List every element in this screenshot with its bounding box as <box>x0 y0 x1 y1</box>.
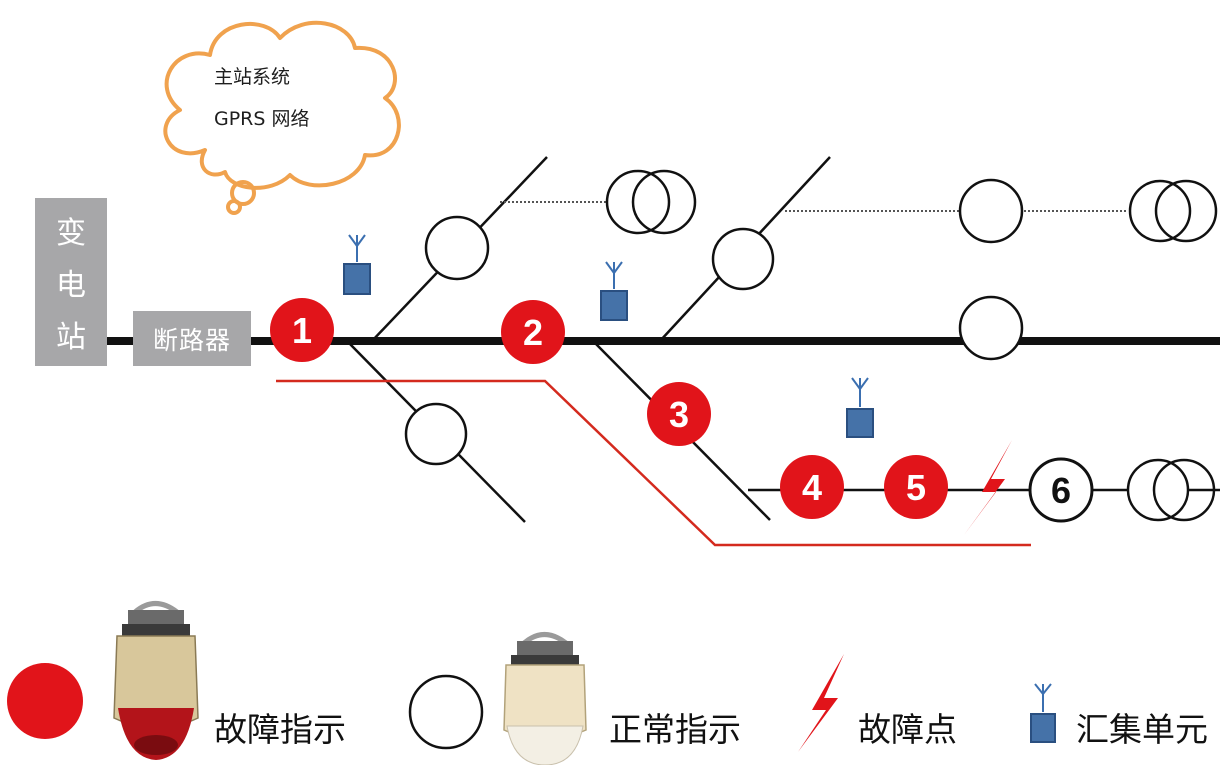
antenna-collector-icon <box>846 377 874 438</box>
fault-indicator-label: 4 <box>802 467 822 508</box>
legend-collector-unit-label: 汇集单元 <box>1076 710 1208 749</box>
fault-indicator-label: 1 <box>292 310 312 351</box>
cloud-line-1: 主站系统 <box>214 66 291 88</box>
substation-box: 变 电 站 <box>35 198 107 366</box>
breaker-label: 断路器 <box>152 325 231 355</box>
lightning-bolt-icon <box>798 654 844 752</box>
normal-indicators <box>404 178 1024 466</box>
collector-units <box>343 234 874 438</box>
fault-indicator-device-icon <box>113 601 199 760</box>
normal-indicator <box>958 178 1024 244</box>
normal-indicator <box>404 402 468 466</box>
normal-indicator <box>958 295 1024 361</box>
normal-indicator <box>711 227 775 291</box>
transformer-icon <box>605 169 697 235</box>
fault-indicator-label: 2 <box>523 312 543 353</box>
fault-indicator-2: 2 <box>501 300 565 364</box>
legend-normal-circle <box>408 674 484 750</box>
legend-fault-point-label: 故障点 <box>858 710 957 749</box>
fault-path-line <box>276 379 1031 547</box>
antenna-collector-icon <box>343 234 371 295</box>
normal-indicator-device-icon <box>503 632 587 765</box>
fault-indicator-label: 3 <box>669 394 689 435</box>
gprs-cloud <box>163 20 401 215</box>
legend-fault-indicator-label: 故障指示 <box>214 710 346 749</box>
cloud-line-2: GPRS 网络 <box>214 108 310 130</box>
legend-fault-dot <box>7 663 83 739</box>
antenna-collector-icon <box>600 261 628 321</box>
substation-char: 变 <box>56 216 86 251</box>
fault-indicator-1: 1 <box>270 298 334 362</box>
substation-char: 电 <box>56 268 86 303</box>
antenna-collector-icon <box>1030 683 1056 743</box>
fault-indicators: 1 2 3 4 5 <box>270 298 948 519</box>
fault-indicator-3: 3 <box>647 382 711 446</box>
normal-indicator-label: 6 <box>1051 470 1071 511</box>
transformer-icon <box>1128 179 1218 243</box>
normal-indicator <box>424 215 490 281</box>
legend-normal-indicator-label: 正常指示 <box>609 710 741 749</box>
normal-indicator-6: 6 <box>1028 457 1094 523</box>
fault-indicator-label: 5 <box>906 467 926 508</box>
circuit-breaker-box: 断路器 <box>133 311 251 366</box>
substation-char: 站 <box>56 320 86 355</box>
transformer-icon <box>1126 458 1216 522</box>
fault-indicator-4: 4 <box>780 455 844 519</box>
lightning-bolt-icon <box>964 440 1012 535</box>
service-lines <box>500 201 1128 212</box>
fault-indicator-5: 5 <box>884 455 948 519</box>
transformers <box>605 169 1218 522</box>
